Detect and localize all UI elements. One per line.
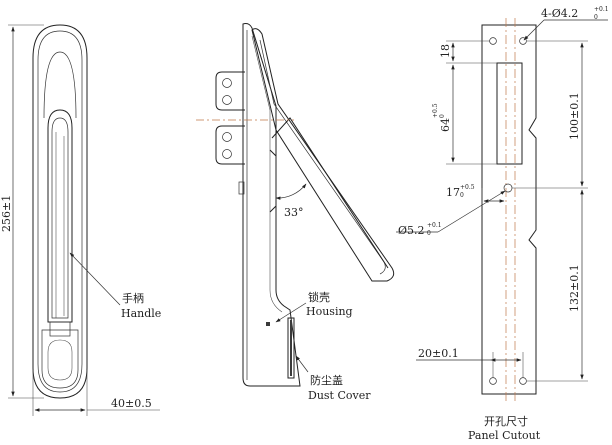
cutout-title-cn: 开孔尺寸 <box>484 414 528 428</box>
housing-label-en: Housing <box>306 305 353 318</box>
cutout-hole-bottom-left <box>489 377 497 385</box>
housing-side-boss <box>238 181 245 195</box>
dim-64-tol-low: 0 <box>439 114 446 118</box>
dust-cover-shade <box>290 320 292 376</box>
dim-18: 18 <box>439 44 452 58</box>
lower-mounting-ear <box>215 125 245 165</box>
cutout-center-hole <box>503 183 513 193</box>
handle-label-cn: 手柄 <box>122 291 144 305</box>
dim-64: 64 <box>439 118 452 132</box>
handle-leader <box>69 252 121 306</box>
open-handle-outline <box>251 28 395 282</box>
hole-tolerance-low: 0 <box>594 14 598 21</box>
cutout-hole-top-right <box>519 37 527 45</box>
dim-17-tol: +0.5 <box>460 184 475 191</box>
lower-ear-hole-1 <box>222 132 232 142</box>
housing-outline <box>242 23 301 387</box>
open-handle-inner <box>259 39 386 275</box>
cutout-hole-top-left <box>489 37 497 45</box>
handle-outer-outline <box>32 24 88 399</box>
hole-callout-leader <box>523 19 545 41</box>
dust-cover-pin <box>266 322 270 326</box>
housing-leader <box>275 302 307 323</box>
handle-inner-outline <box>37 30 83 393</box>
side-view: 33° 锁壳 Housing 防尘盖 Dust Cover <box>196 23 395 402</box>
dim-20: 20±0.1 <box>418 347 459 360</box>
dim-64-tol: +0.5 <box>432 103 439 118</box>
angle-label: 33° <box>284 206 304 219</box>
front-height-dim: 256±1 <box>0 195 13 232</box>
center-hole-dim: Ø5.2 <box>398 224 425 237</box>
dust-cover <box>287 317 295 379</box>
cover-label-cn: 防尘盖 <box>310 373 343 387</box>
front-view: 256±1 40±0.5 手柄 Handle <box>0 24 161 416</box>
handle-top-grip <box>43 51 77 119</box>
cutout-hole-bottom-right <box>519 377 527 385</box>
upper-ear-hole-2 <box>222 95 232 105</box>
cutout-view: 4-Ø4.2 +0.1 0 18 64 +0.5 0 100±0.1 17 +0… <box>396 6 609 442</box>
cover-leader <box>295 355 309 373</box>
upper-ear-hole-1 <box>222 78 232 88</box>
housing-label-cn: 锁壳 <box>308 290 330 304</box>
dim-132: 132±0.1 <box>568 264 581 312</box>
handle-latch-tab <box>49 321 71 337</box>
handle-slot-shadow <box>55 132 65 318</box>
cutout-plate-outline <box>481 24 537 395</box>
dim-17-tol-low: 0 <box>460 192 464 199</box>
center-hole-tol-low: 0 <box>427 230 431 237</box>
dim-17: 17 <box>446 186 460 199</box>
cutout-slot <box>496 62 523 165</box>
angle-arc <box>275 183 307 200</box>
upper-mounting-ear <box>215 71 245 111</box>
lower-ear-hole-2 <box>222 149 232 159</box>
front-width-dim: 40±0.5 <box>111 397 152 410</box>
housing-inner-edge <box>251 35 283 313</box>
handle-label-en: Handle <box>121 307 161 320</box>
handle-bottom-ring <box>47 339 73 381</box>
cover-label-en: Dust Cover <box>308 389 371 402</box>
open-handle-lower-edge <box>271 117 389 269</box>
handle-pivot-link <box>269 149 277 213</box>
dim-100: 100±0.1 <box>568 92 581 140</box>
hole-tolerance: +0.1 <box>594 6 609 13</box>
handle-slot-inner <box>51 117 69 319</box>
cutout-title-en: Panel Cutout <box>468 429 541 442</box>
center-hole-tol: +0.1 <box>427 222 442 229</box>
center-hole-leader <box>437 190 506 233</box>
hole-count-dim: 4-Ø4.2 <box>541 7 578 20</box>
handle-slot <box>47 109 73 323</box>
handle-bottom-cover <box>41 329 79 389</box>
